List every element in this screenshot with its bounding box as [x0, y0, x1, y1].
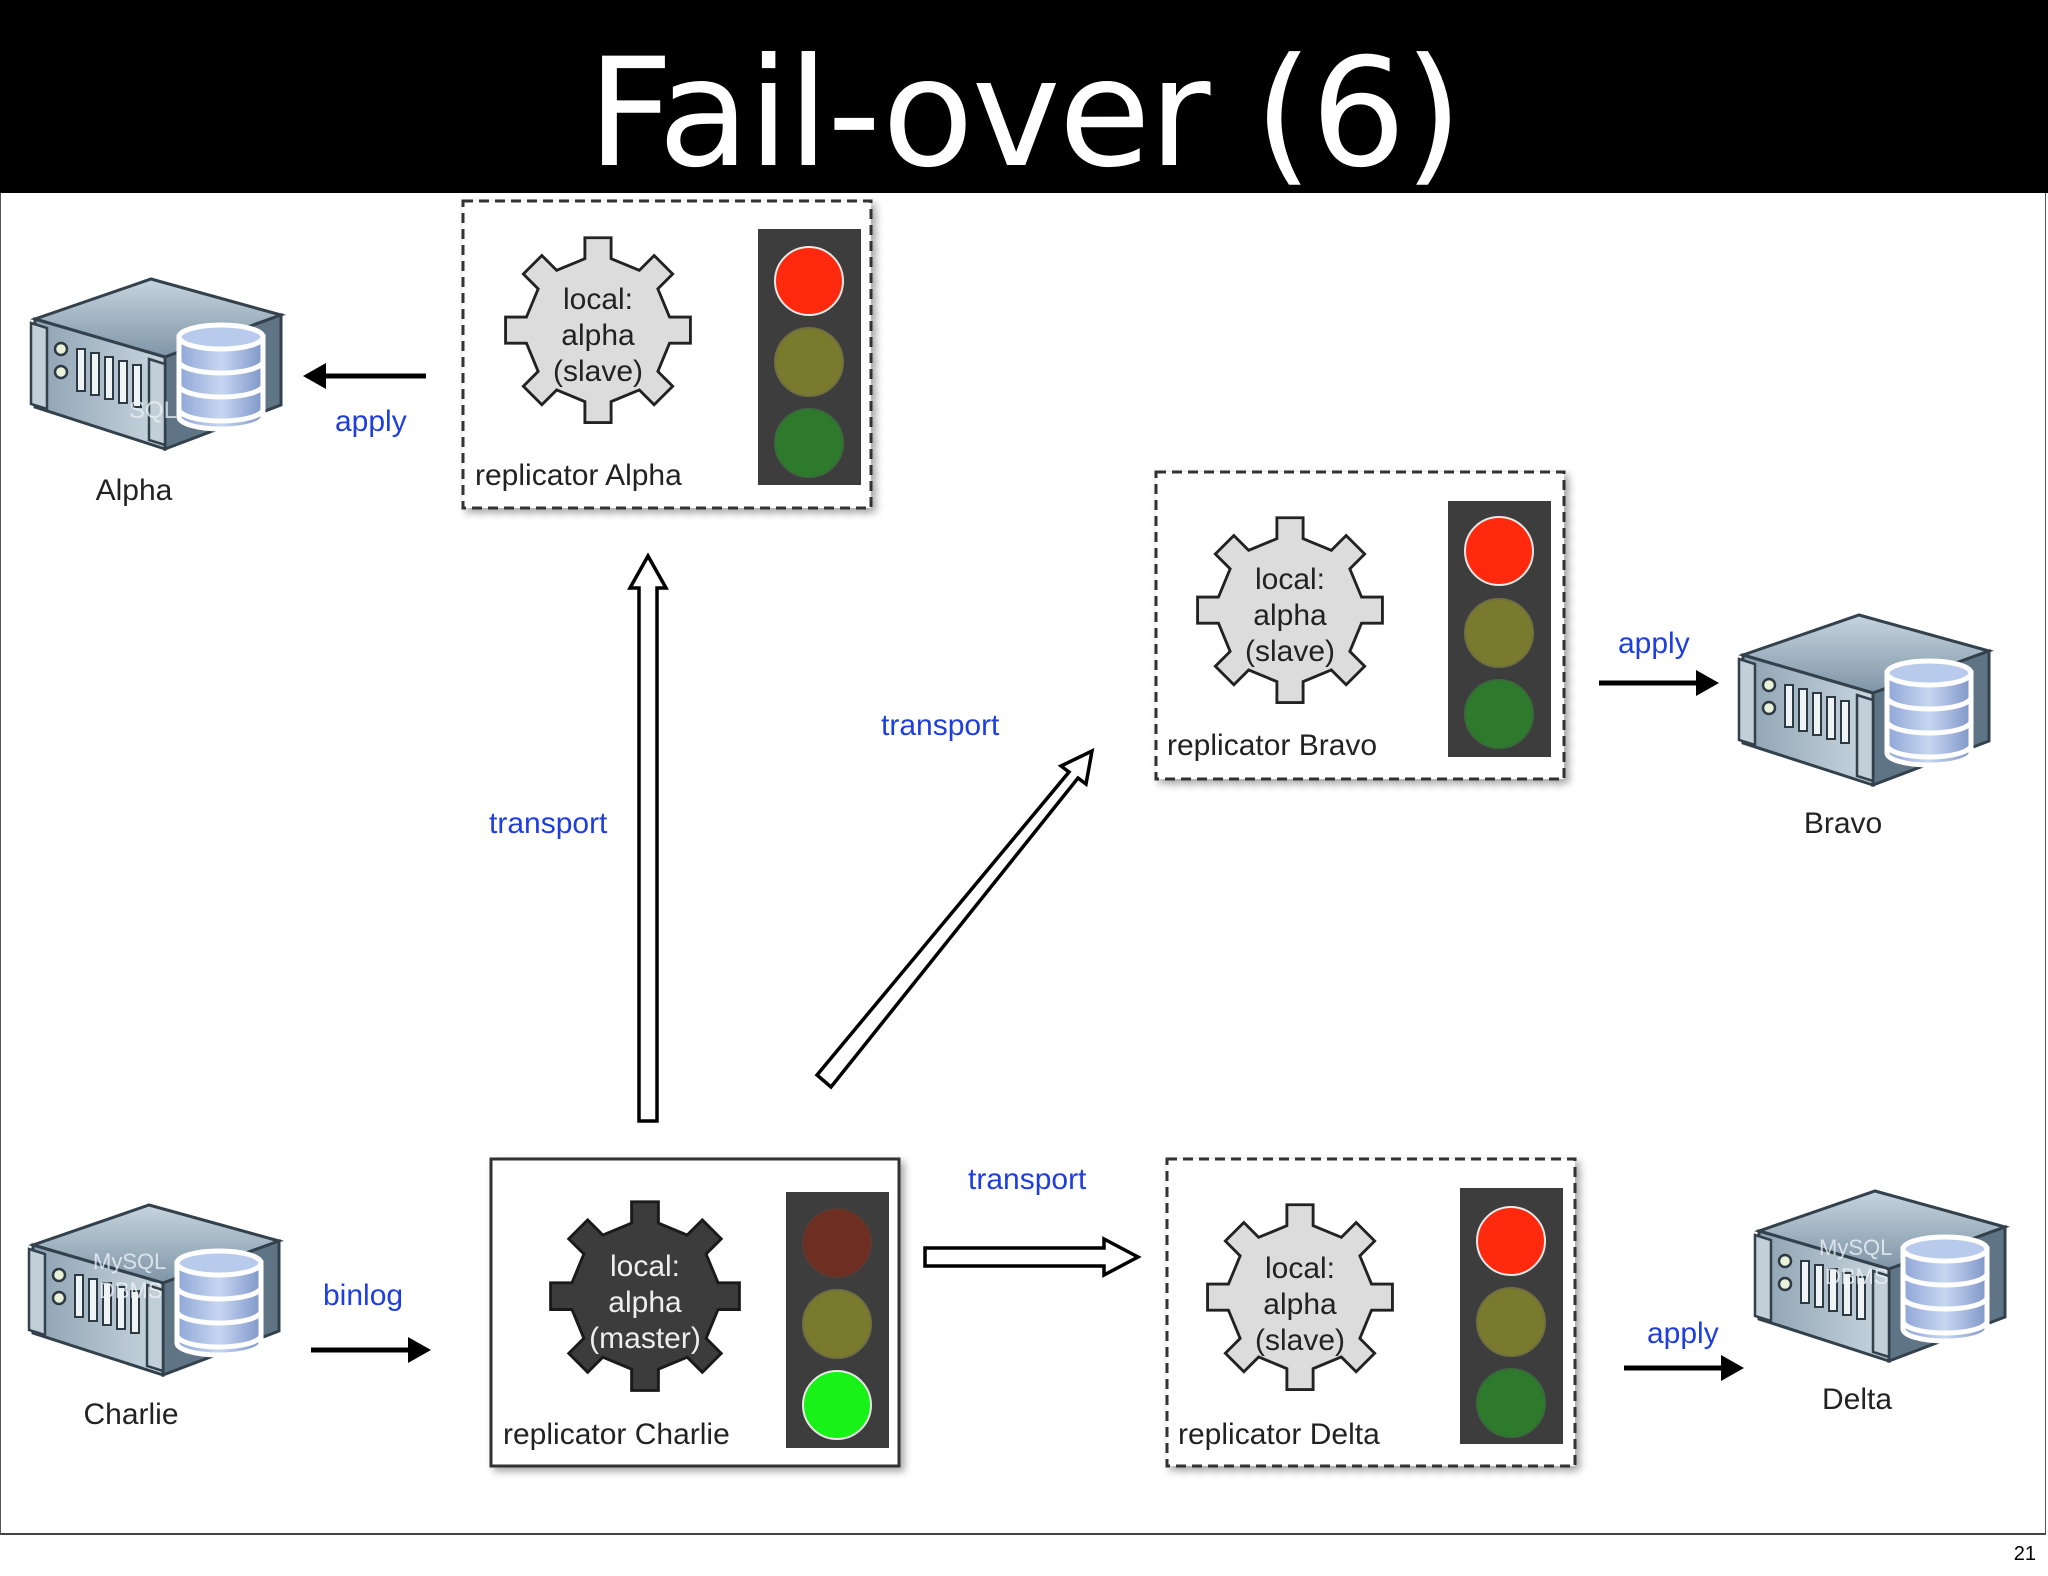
- replicator-bravo-gear-line1: local:: [1255, 563, 1325, 596]
- traffic-light-yellow: [774, 327, 844, 397]
- server-charlie-name: Charlie: [83, 1398, 178, 1431]
- replicator-delta: local: alpha (slave) replicator Delta: [1165, 1157, 1577, 1468]
- apply-arrow-alpha: [303, 363, 426, 389]
- page-number: 21: [2013, 1543, 2036, 1565]
- transport-label-to-alpha: transport: [489, 807, 608, 840]
- replicator-alpha-gear-line3: (slave): [553, 355, 643, 388]
- replicator-bravo-gear-line2: alpha: [1253, 599, 1327, 632]
- traffic-light: [1448, 501, 1551, 757]
- server-delta: MySQL DBMS: [1753, 1189, 2007, 1363]
- title-bar: Fail-over (6): [0, 0, 2048, 201]
- server-charlie: MySQL DBMS: [27, 1203, 281, 1377]
- replicator-charlie-gear-line1: local:: [610, 1250, 680, 1283]
- transport-arrow-to-alpha: [627, 552, 669, 1123]
- replicator-delta-gear-line2: alpha: [1263, 1288, 1337, 1321]
- replicator-delta-gear-line1: local:: [1265, 1252, 1335, 1285]
- apply-label-bravo: apply: [1618, 627, 1690, 660]
- server-alpha: SQL: [29, 277, 283, 451]
- apply-arrow-bravo: [1599, 670, 1719, 696]
- server-delta-screen-line2: DBMS: [1825, 1264, 1889, 1289]
- traffic-light-green: [1464, 679, 1534, 749]
- traffic-light-red: [1476, 1206, 1546, 1276]
- server-bravo: [1737, 613, 1991, 787]
- replication-diagram: SQL Alpha Bravo MySQL DBMS Charlie MySQL…: [27, 199, 2007, 1468]
- slide-title: Fail-over (6): [587, 27, 1462, 201]
- server-bravo-name: Bravo: [1804, 807, 1882, 840]
- traffic-light-green: [802, 1370, 872, 1440]
- replicator-delta-label: replicator Delta: [1178, 1418, 1380, 1451]
- traffic-light-green: [774, 408, 844, 478]
- traffic-light-yellow: [1476, 1287, 1546, 1357]
- server-alpha-name: Alpha: [96, 474, 173, 507]
- content-frame: SQL Alpha Bravo MySQL DBMS Charlie MySQL…: [0, 193, 2046, 1535]
- replicator-bravo-gear-line3: (slave): [1245, 635, 1335, 668]
- replicator-alpha-gear-line2: alpha: [561, 319, 635, 352]
- transport-label-to-bravo: transport: [881, 709, 1000, 742]
- replicator-delta-gear-line3: (slave): [1255, 1324, 1345, 1357]
- server-alpha-screen-text: SQL: [129, 397, 177, 424]
- traffic-light: [758, 229, 861, 485]
- traffic-light-red: [1464, 516, 1534, 586]
- replicator-alpha-label: replicator Alpha: [475, 459, 682, 492]
- replicator-charlie-gear-line3: (master): [589, 1322, 701, 1355]
- apply-label-alpha: apply: [335, 405, 407, 438]
- traffic-light-red: [774, 246, 844, 316]
- replicator-alpha-gear-line1: local:: [563, 283, 633, 316]
- traffic-light: [1460, 1188, 1563, 1444]
- replicator-charlie-gear-line2: alpha: [608, 1286, 682, 1319]
- apply-label-delta: apply: [1647, 1317, 1719, 1350]
- transport-arrow-to-bravo: [814, 747, 1095, 1090]
- traffic-light-red: [802, 1208, 872, 1278]
- replicator-charlie: local: alpha (master) replicator Charlie: [489, 1157, 901, 1468]
- binlog-arrow: [311, 1337, 431, 1363]
- traffic-light: [786, 1192, 889, 1448]
- server-delta-name: Delta: [1822, 1383, 1892, 1416]
- replicator-bravo-label: replicator Bravo: [1167, 729, 1377, 762]
- traffic-light-green: [1476, 1368, 1546, 1438]
- server-charlie-screen-line1: MySQL: [93, 1249, 166, 1274]
- replicator-bravo: local: alpha (slave) replicator Bravo: [1154, 470, 1566, 781]
- replicator-charlie-label: replicator Charlie: [503, 1418, 730, 1451]
- server-delta-screen-line1: MySQL: [1819, 1235, 1892, 1260]
- transport-label-to-delta: transport: [968, 1163, 1087, 1196]
- traffic-light-yellow: [802, 1289, 872, 1359]
- server-charlie-screen-line2: DBMS: [99, 1278, 163, 1303]
- transport-arrow-to-delta: [923, 1236, 1142, 1278]
- traffic-light-yellow: [1464, 598, 1534, 668]
- replicator-alpha: local: alpha (slave) replicator Alpha: [461, 199, 873, 510]
- apply-arrow-delta: [1624, 1355, 1744, 1381]
- binlog-label: binlog: [323, 1279, 403, 1312]
